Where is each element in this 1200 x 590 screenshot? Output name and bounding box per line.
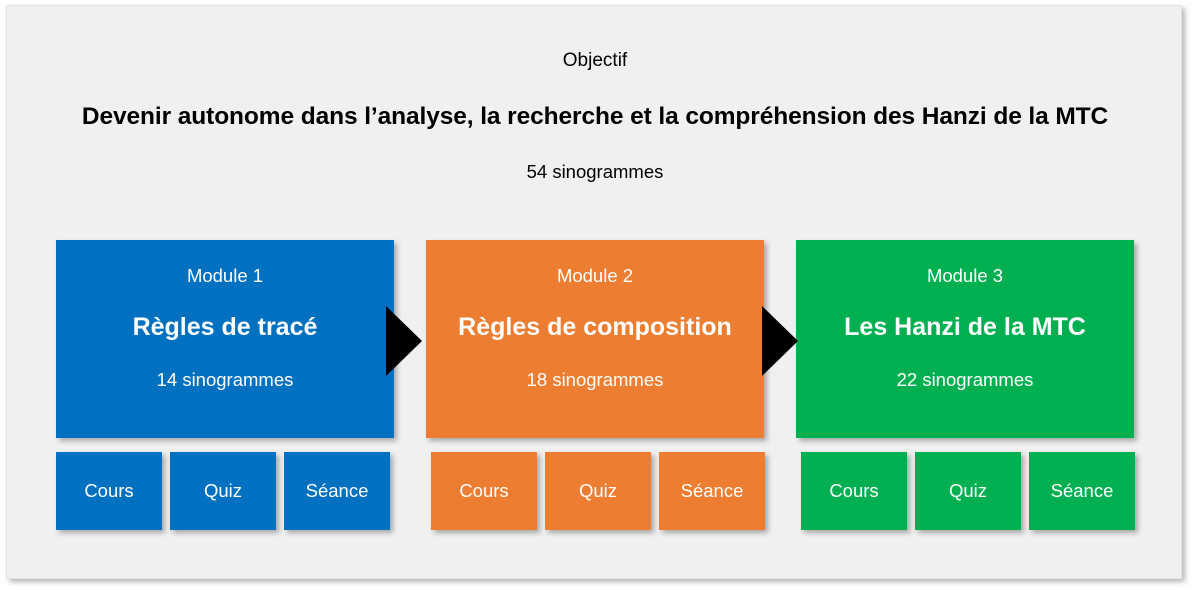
module-count-1: 14 sinogrammes: [156, 369, 294, 390]
sub-button-quiz-3[interactable]: Quiz: [915, 452, 1021, 530]
module-column-2: Module 2 Règles de composition 18 sinogr…: [426, 240, 764, 438]
module-box-2[interactable]: Module 2 Règles de composition 18 sinogr…: [426, 240, 764, 438]
sub-button-quiz-2[interactable]: Quiz: [545, 452, 651, 530]
sub-button-seance-2[interactable]: Séance: [659, 452, 765, 530]
module-title-3: Les Hanzi de la MTC: [844, 313, 1086, 341]
module-column-1: Module 1 Règles de tracé 14 sinogrammes: [56, 240, 394, 438]
sub-button-cours-1[interactable]: Cours: [56, 452, 162, 530]
slide-frame: Objectif Devenir autonome dans l’analyse…: [6, 5, 1182, 579]
arrow-module2-to-module3-icon: [762, 306, 798, 376]
module-box-1[interactable]: Module 1 Règles de tracé 14 sinogrammes: [56, 240, 394, 438]
header: Objectif Devenir autonome dans l’analyse…: [7, 6, 1183, 183]
module-count-3: 22 sinogrammes: [896, 369, 1034, 390]
sub-button-seance-3[interactable]: Séance: [1029, 452, 1135, 530]
sub-button-seance-1[interactable]: Séance: [284, 452, 390, 530]
sub-row-module-1: Cours Quiz Séance: [56, 452, 390, 530]
module-name-1: Module 1: [186, 265, 264, 286]
objective-title: Devenir autonome dans l’analyse, la rech…: [81, 103, 1109, 130]
module-column-3: Module 3 Les Hanzi de la MTC 22 sinogram…: [796, 240, 1134, 438]
module-title-2: Règles de composition: [458, 313, 732, 341]
module-name-2: Module 2: [556, 265, 634, 286]
module-count-2: 18 sinogrammes: [526, 369, 664, 390]
sub-row-module-2: Cours Quiz Séance: [431, 452, 765, 530]
sub-button-quiz-1[interactable]: Quiz: [170, 452, 276, 530]
arrow-module1-to-module2-icon: [386, 306, 422, 376]
sub-row-module-3: Cours Quiz Séance: [801, 452, 1135, 530]
module-box-3[interactable]: Module 3 Les Hanzi de la MTC 22 sinogram…: [796, 240, 1134, 438]
sub-button-cours-3[interactable]: Cours: [801, 452, 907, 530]
module-title-1: Règles de tracé: [132, 313, 318, 341]
objective-label: Objectif: [562, 50, 628, 71]
sub-button-cours-2[interactable]: Cours: [431, 452, 537, 530]
objective-total-count: 54 sinogrammes: [526, 161, 664, 182]
module-name-3: Module 3: [926, 265, 1004, 286]
module-row: Module 1 Règles de tracé 14 sinogrammes …: [7, 6, 1183, 580]
